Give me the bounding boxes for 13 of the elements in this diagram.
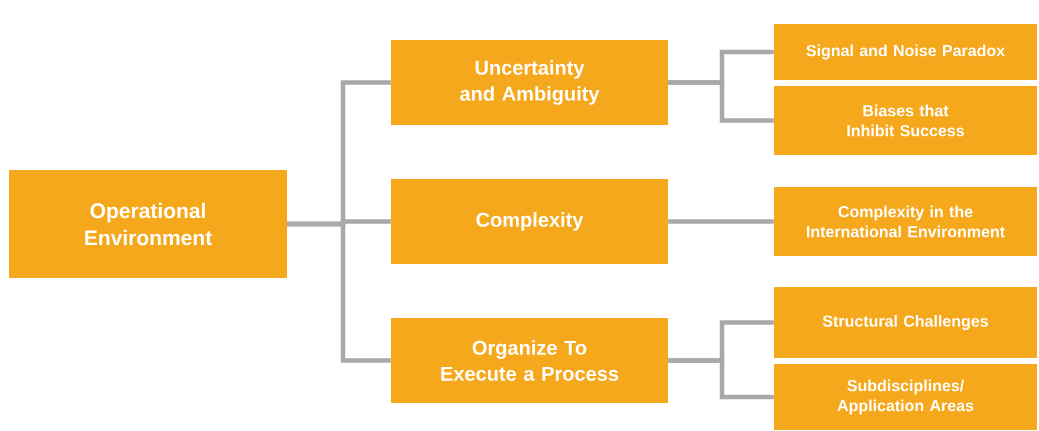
category-box: Organize To Execute a Process [391, 318, 668, 403]
category-box: Uncertainty and Ambiguity [391, 40, 668, 125]
connector-line [668, 80, 774, 123]
topic-box: Biases that Inhibit Success [774, 86, 1037, 155]
connector-line [668, 219, 774, 224]
category-box: Complexity [391, 179, 668, 264]
topic-box: Subdisciplines/ Application Areas [774, 364, 1037, 430]
root-box: Operational Environment [9, 170, 287, 278]
topic-box: Signal and Noise Paradox [774, 24, 1037, 80]
connector-line [668, 358, 774, 400]
connector-line [287, 221, 391, 363]
topic-box: Complexity in the International Environment [774, 187, 1037, 256]
topic-box: Structural Challenges [774, 287, 1037, 358]
